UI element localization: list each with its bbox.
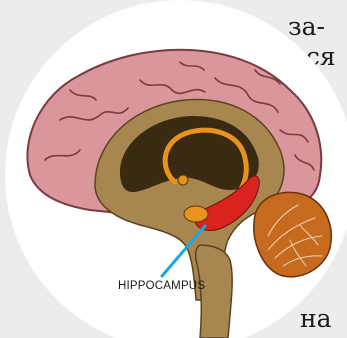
hippocampus-label: HIPPOCAMPUS [118, 280, 205, 292]
cerebellum [254, 192, 331, 276]
amygdala [184, 206, 208, 222]
thalamus-dot [178, 175, 188, 185]
